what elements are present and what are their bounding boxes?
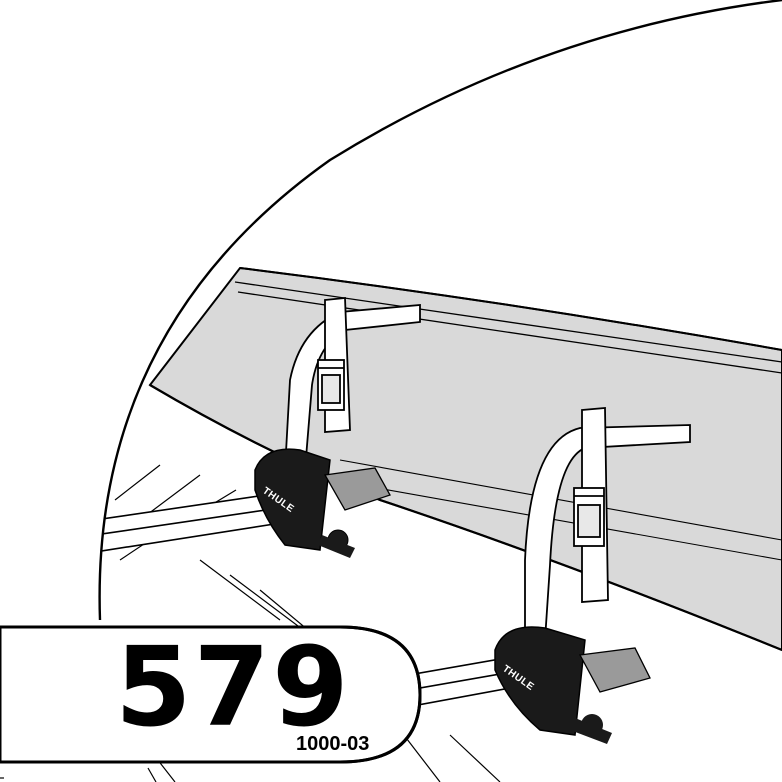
- model-label: 579 1000-03: [0, 623, 422, 764]
- mount-front: THULE: [494, 626, 651, 744]
- strap-front: [524, 407, 691, 641]
- mount-rear: THULE: [254, 448, 391, 558]
- magnifier-outline: [98, 0, 782, 621]
- model-number: 579: [115, 623, 351, 751]
- document-code: 1000-03: [296, 733, 369, 755]
- bottom-marks: [0, 767, 157, 782]
- magnified-detail: THULE THULE: [99, 266, 782, 782]
- strap-rear: [284, 297, 421, 471]
- surfboard: [148, 266, 782, 652]
